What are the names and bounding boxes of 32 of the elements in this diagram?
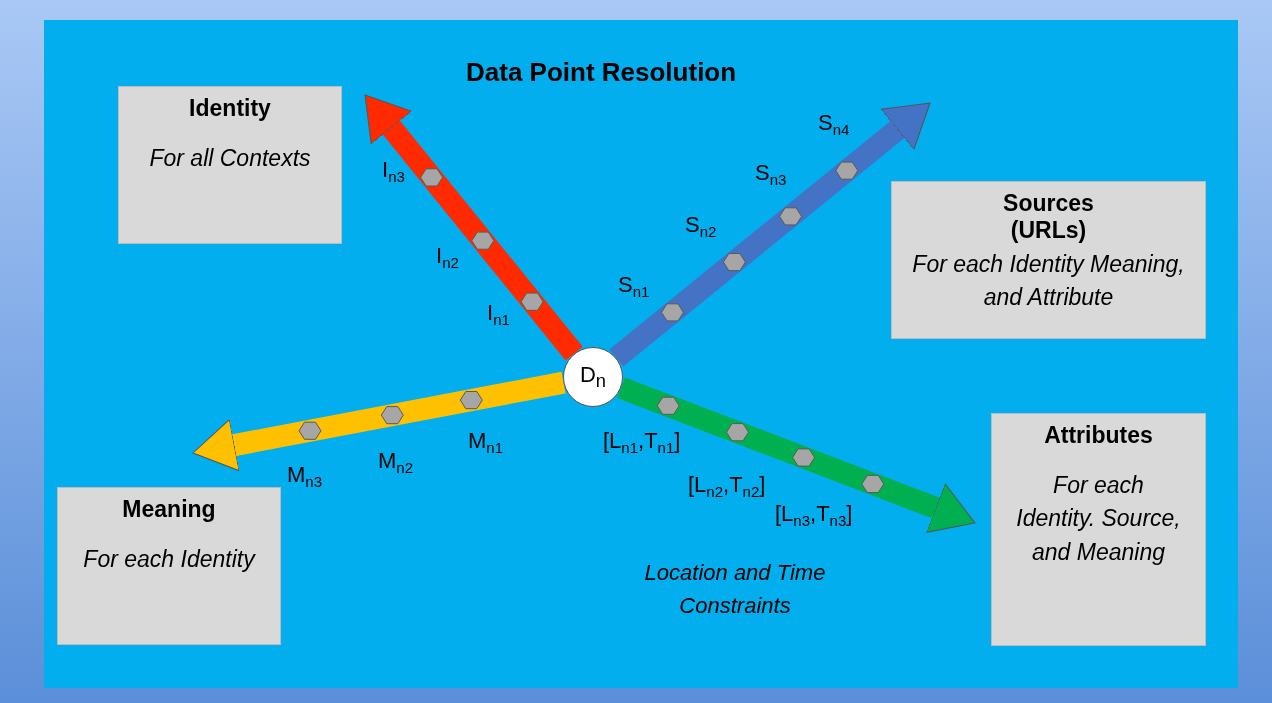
diagram-title: Data Point Resolution [466, 57, 737, 88]
point-label: S$_{n3}$ [755, 160, 787, 189]
node-label: D$_{n}$ [579, 361, 607, 393]
text-box [57, 487, 281, 645]
box-heading: Meaning [122, 496, 216, 523]
arrow [364, 94, 583, 361]
point-label: I$_{n2}$ [436, 243, 459, 272]
point-label: [L$_{n1}$,T$_{n1}$] [603, 428, 681, 457]
box-heading: Sources (URLs) [1002, 190, 1095, 244]
box-description: For each Identity [83, 545, 255, 574]
point-label: M$_{n2}$ [378, 448, 413, 477]
box-heading: Identity [189, 95, 271, 122]
box-description: For each Identity Meaning, and Attribute [911, 250, 1186, 313]
box-heading: Attributes [1044, 422, 1153, 449]
point-label: [L$_{n2}$,T$_{n2}$] [688, 472, 766, 501]
annotation-text: Location and Time Constraints [643, 559, 827, 620]
text-box [891, 181, 1206, 339]
arrow [192, 371, 566, 472]
arrow [609, 102, 931, 367]
point-label: S$_{n2}$ [685, 212, 717, 241]
point-label: I$_{n3}$ [382, 157, 405, 186]
text-box [991, 413, 1206, 646]
box-description: For all Contexts [149, 144, 311, 173]
point-label: S$_{n4}$ [818, 110, 850, 139]
box-description: For each Identity. Source, and Meaning [1015, 471, 1182, 567]
point-label: S$_{n1}$ [618, 272, 650, 301]
arrow [617, 377, 976, 533]
point-label: I$_{n1}$ [487, 300, 510, 329]
point-label: [L$_{n3}$,T$_{n3}$] [775, 501, 853, 530]
point-label: M$_{n1}$ [468, 428, 503, 457]
text-box [118, 86, 342, 244]
point-label: M$_{n3}$ [287, 462, 322, 491]
